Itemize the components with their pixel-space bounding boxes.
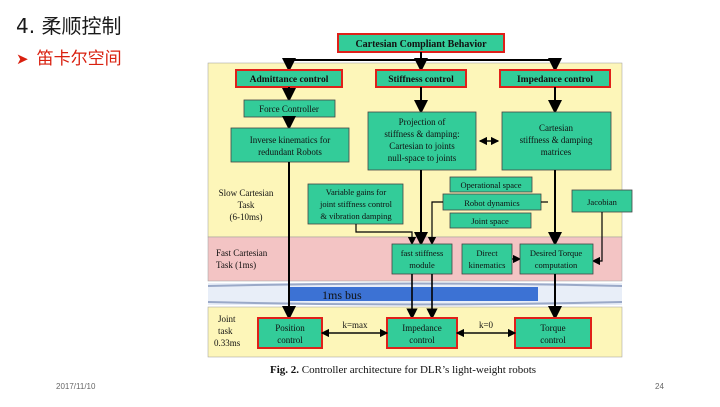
joint-space-box <box>449 212 532 229</box>
force-controller-label: Force Controller <box>259 104 319 114</box>
bullet-arrow-icon: ➤ <box>16 50 29 68</box>
operational-space-label: Operational space <box>460 180 521 190</box>
slow-task-label-2: Task <box>238 200 255 210</box>
joint-task-label-1: Joint <box>218 314 236 324</box>
footer-date: 2017/11/10 <box>56 382 96 391</box>
cartesian-stiffness-damping-box <box>501 111 612 171</box>
bus-bar <box>290 287 538 301</box>
projection-label-4: null-space to joints <box>388 153 457 163</box>
inverse-kinematics-label-2: redundant Robots <box>258 147 322 157</box>
fast-task-label-1: Fast Cartesian <box>216 248 268 258</box>
fast-stiffness-label-2: module <box>409 260 435 270</box>
slow-task-label-3: (6-10ms) <box>230 212 263 222</box>
cartesian-sd-label-1: Cartesian <box>539 123 573 133</box>
variable-gains-label-3: & vibration damping <box>320 211 392 221</box>
fast-stiffness-box <box>391 243 453 275</box>
operational-space-box <box>449 176 533 193</box>
desired-torque-box <box>519 243 594 275</box>
joint-space-label: Joint space <box>471 216 509 226</box>
projection-label-3: Cartesian to joints <box>389 141 455 151</box>
variable-gains-label-2: joint stiffness control <box>319 199 393 209</box>
joint-task-label-2: task <box>218 326 233 336</box>
bus-label: 1ms bus <box>322 288 362 302</box>
figure-caption-text: Controller architecture for DLR’s light-… <box>301 364 537 376</box>
position-control-label-1: Position <box>275 323 305 333</box>
slow-task-label-1: Slow Cartesian <box>219 188 274 198</box>
impedance-control-joint-label-1: Impedance <box>402 323 441 333</box>
direct-kinematics-label-2: kinematics <box>469 260 506 270</box>
footer-page-number: 24 <box>655 382 664 391</box>
projection-label-1: Projection of <box>399 117 446 127</box>
projection-box <box>367 111 477 171</box>
robot-dynamics-label: Robot dynamics <box>464 198 519 208</box>
slide-subtitle-text: 笛卡尔空间 <box>36 49 122 69</box>
cartesian-sd-label-2: stiffness & damping <box>520 135 593 145</box>
torque-control-label-1: Torque <box>540 323 565 333</box>
direct-kinematics-label-1: Direct <box>476 248 498 258</box>
desired-torque-label-1: Desired Torque <box>530 248 583 258</box>
direct-kinematics-box <box>461 243 513 275</box>
fast-stiffness-label-1: fast stiffness <box>401 248 444 258</box>
slide-subtitle: ➤ 笛卡尔空间 <box>16 44 122 69</box>
cartesian-sd-label-3: matrices <box>541 147 572 157</box>
torque-control-label-2: control <box>540 335 566 345</box>
inverse-kinematics-label-1: Inverse kinematics for <box>250 135 330 145</box>
admittance-control-label: Admittance control <box>250 75 329 85</box>
figure-caption-number: Fig. 2. <box>270 364 300 376</box>
variable-gains-box <box>307 183 404 225</box>
desired-torque-label-2: computation <box>535 260 578 270</box>
variable-gains-label-1: Variable gains for <box>326 187 387 197</box>
position-control-label-2: control <box>277 335 303 345</box>
fast-task-label-2: Task (1ms) <box>216 260 256 270</box>
cartesian-compliant-behavior-label: Cartesian Compliant Behavior <box>355 39 487 50</box>
k-zero-label: k=0 <box>479 320 494 330</box>
impedance-control-joint-label-2: control <box>409 335 435 345</box>
jacobian-label: Jacobian <box>587 197 617 207</box>
joint-task-label-3: 0.33ms <box>214 338 241 348</box>
position-control-box <box>257 317 323 349</box>
figure-caption: Fig. 2. Controller architecture for DLR’… <box>270 364 536 376</box>
impedance-control-label: Impedance control <box>517 75 593 85</box>
projection-label-2: stiffness & damping: <box>384 129 459 139</box>
slide-title: 4. 柔顺控制 <box>16 14 122 38</box>
stiffness-control-label: Stiffness control <box>388 75 454 85</box>
k-max-label: k=max <box>342 320 368 330</box>
inverse-kinematics-box <box>230 127 350 163</box>
